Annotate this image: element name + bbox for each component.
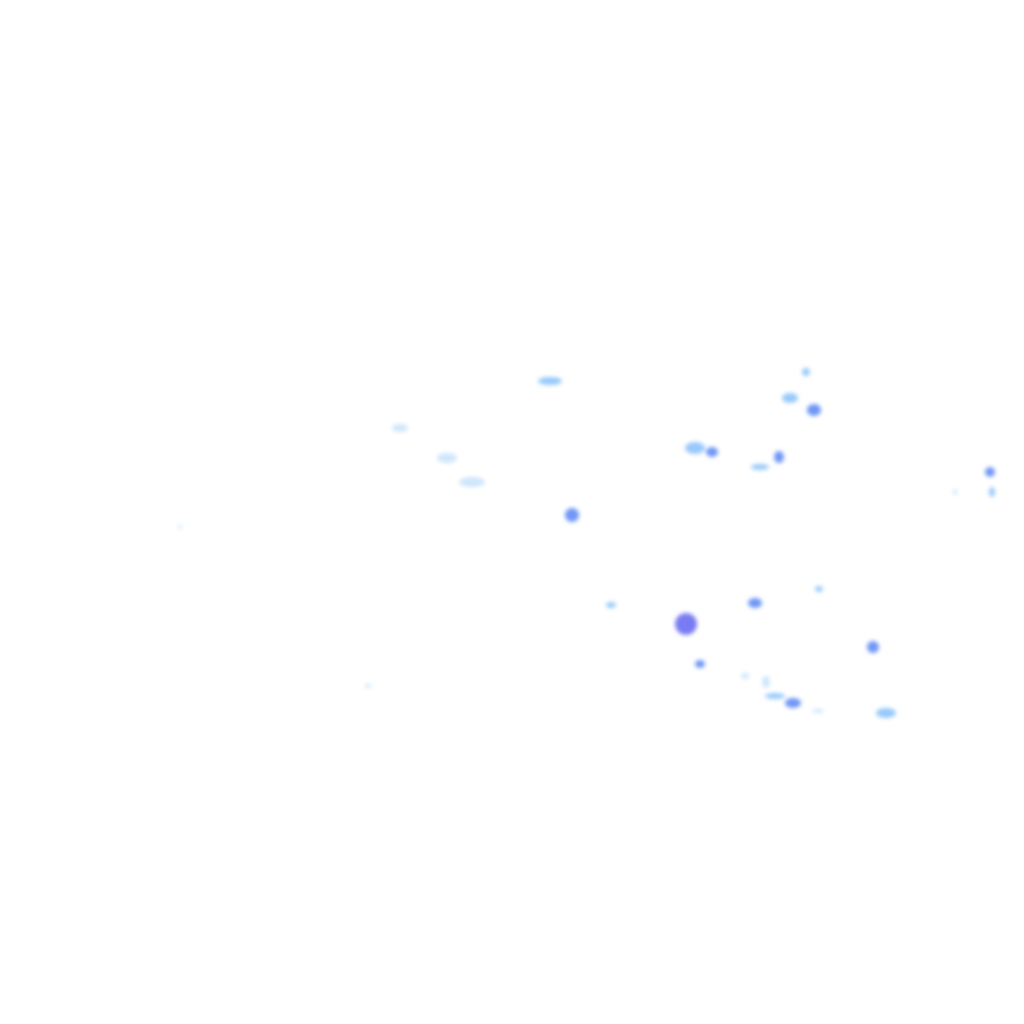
precipitation-echo: [812, 709, 824, 713]
precipitation-echo: [985, 467, 995, 477]
precipitation-echo: [538, 377, 562, 385]
precipitation-echo: [437, 453, 457, 463]
precipitation-echo: [953, 489, 957, 495]
precipitation-echo: [695, 660, 705, 668]
precipitation-echo: [876, 708, 896, 718]
precipitation-echo: [802, 368, 810, 376]
precipitation-echo: [365, 684, 371, 688]
precipitation-echo: [762, 676, 770, 688]
precipitation-echo: [807, 404, 821, 416]
precipitation-echo: [685, 442, 705, 454]
precipitation-echo: [765, 693, 785, 699]
precipitation-echo: [867, 641, 879, 653]
precipitation-echo: [392, 424, 408, 432]
precipitation-echo: [741, 673, 749, 679]
precipitation-echo: [748, 598, 762, 608]
precipitation-echo: [782, 393, 798, 403]
precipitation-echo: [751, 464, 769, 470]
precipitation-echo: [706, 447, 718, 457]
precipitation-echo: [459, 477, 485, 487]
precipitation-echo: [774, 451, 784, 463]
precipitation-echo: [675, 613, 697, 635]
precipitation-echo: [178, 525, 182, 529]
precipitation-echo: [606, 602, 616, 608]
precipitation-echo: [989, 487, 995, 497]
precipitation-echo: [565, 508, 579, 522]
precipitation-echo: [785, 698, 801, 708]
precipitation-echo: [815, 586, 823, 592]
